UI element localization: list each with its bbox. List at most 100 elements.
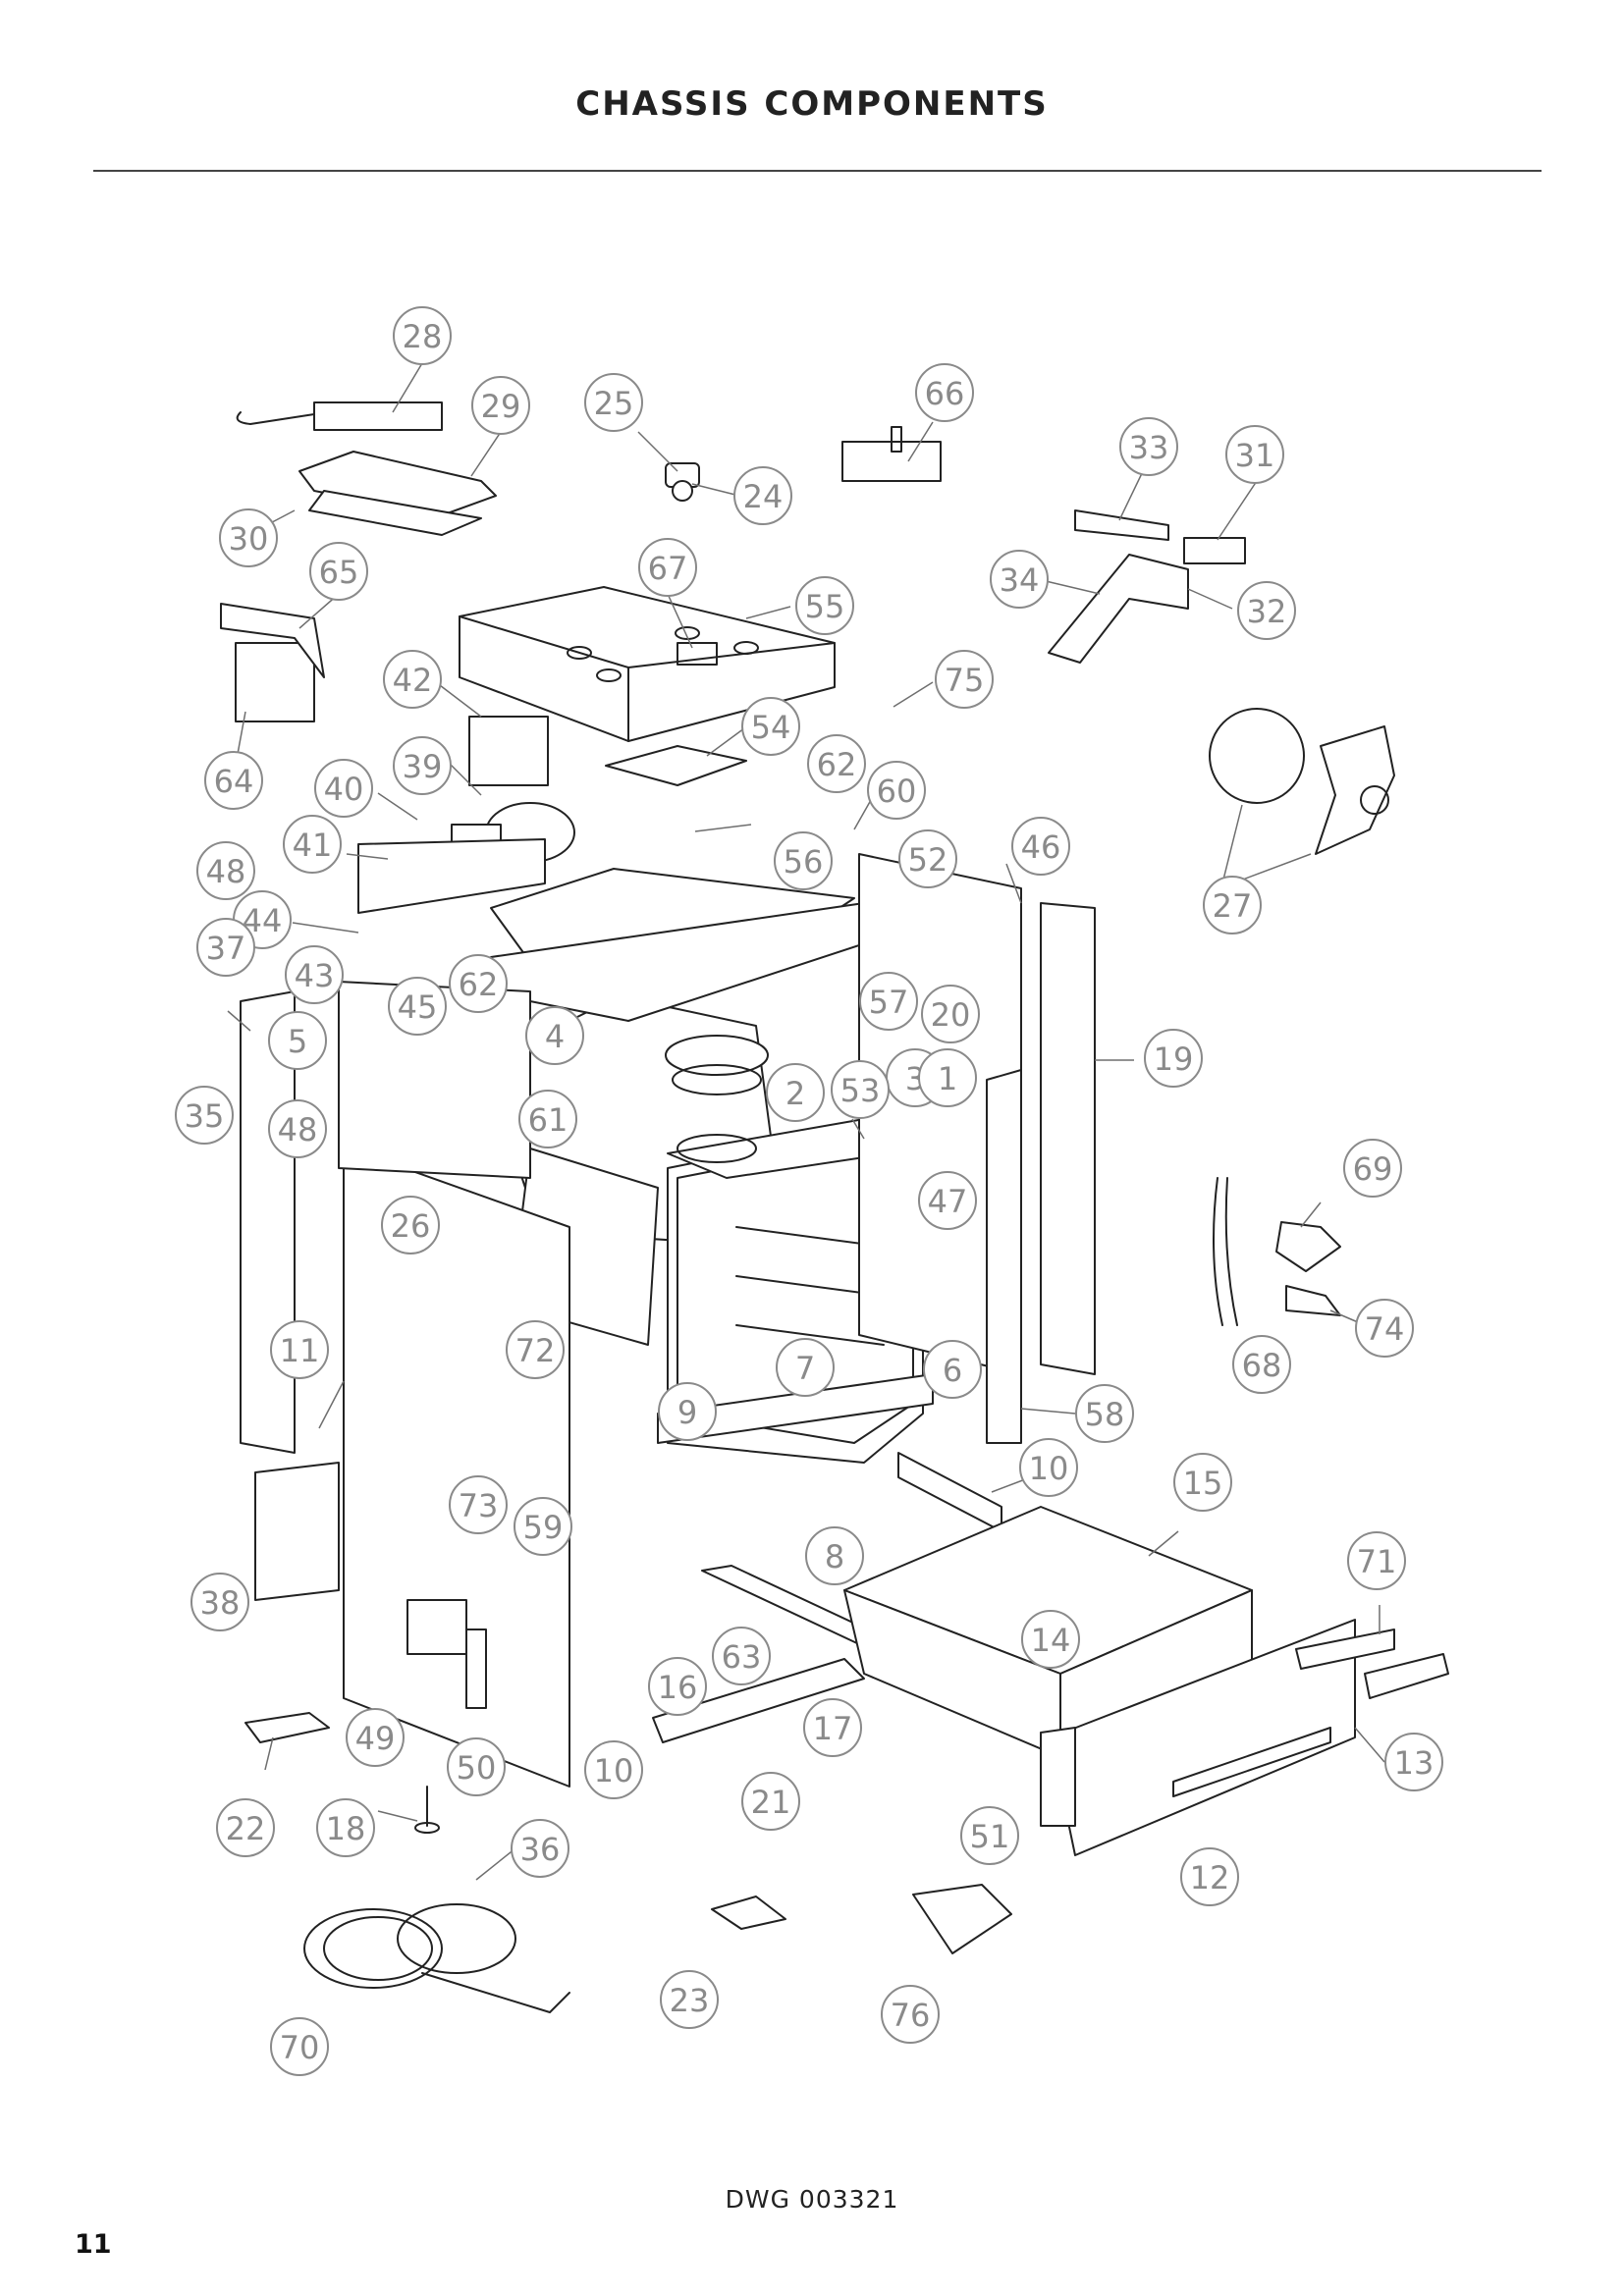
- callout-circle: [196, 841, 255, 900]
- callout-label: 24: [743, 478, 784, 515]
- callout-label: 32: [1247, 593, 1287, 630]
- callout-label: 11: [280, 1332, 320, 1369]
- callout-circle: [268, 1099, 327, 1158]
- callout-circle: [776, 1338, 835, 1397]
- callout-label: 46: [1021, 828, 1061, 866]
- callout-66: 66: [915, 363, 974, 422]
- callout-62: 62: [807, 734, 866, 793]
- callout-label: 40: [324, 771, 364, 808]
- callout-circle: [1011, 817, 1070, 876]
- callout-label: 8: [825, 1538, 844, 1575]
- handle-drawing: [1364, 1653, 1449, 1699]
- callout-38: 38: [190, 1573, 249, 1631]
- callout-48: 48: [268, 1099, 327, 1158]
- callout-70: 70: [270, 2017, 329, 2076]
- callout-55: 55: [795, 576, 854, 635]
- callout-40: 40: [314, 759, 373, 818]
- drawer-drawing: [843, 1506, 1356, 1856]
- callout-label: 30: [229, 520, 269, 558]
- callout-label: 25: [594, 385, 634, 422]
- callout-circle: [923, 1340, 982, 1399]
- callout-circle: [741, 697, 800, 756]
- callout-label: 2: [785, 1075, 805, 1112]
- callout-circle: [393, 306, 452, 365]
- callout-25: 25: [584, 373, 643, 432]
- callout-circle: [1232, 1335, 1291, 1394]
- callout-42: 42: [383, 650, 442, 709]
- callout-circle: [449, 954, 508, 1013]
- callout-circle: [859, 972, 918, 1031]
- callout-22: 22: [216, 1798, 275, 1857]
- callout-label: 29: [481, 388, 521, 425]
- callout-label: 33: [1129, 429, 1169, 466]
- callout-46: 46: [1011, 817, 1070, 876]
- callout-label: 21: [751, 1784, 791, 1821]
- transformer-drawing: [220, 603, 325, 722]
- callout-14: 14: [1021, 1610, 1080, 1669]
- callout-label: 15: [1183, 1465, 1223, 1502]
- callout-12: 12: [1180, 1847, 1239, 1906]
- callout-label: 14: [1031, 1622, 1071, 1659]
- callout-label: 64: [214, 763, 254, 800]
- callout-24: 24: [733, 466, 792, 525]
- rail-drawing: [652, 1373, 1002, 1743]
- callout-75: 75: [935, 650, 994, 709]
- callout-10: 10: [584, 1740, 643, 1799]
- callout-label: 57: [869, 984, 909, 1021]
- callout-circle: [807, 734, 866, 793]
- callout-45: 45: [388, 977, 447, 1036]
- small-parts-drawing: [244, 1177, 1395, 1954]
- callout-label: 36: [520, 1831, 561, 1868]
- callout-label: 63: [722, 1638, 762, 1676]
- angle-bracket-drawing: [1048, 554, 1189, 664]
- callout-circle: [1384, 1733, 1443, 1791]
- page-number: 11: [75, 2229, 112, 2260]
- callout-label: 23: [670, 1982, 710, 2019]
- callout-64: 64: [204, 751, 263, 810]
- callout-72: 72: [506, 1320, 565, 1379]
- callout-49: 49: [346, 1708, 405, 1767]
- callout-circle: [511, 1819, 569, 1878]
- callout-circle: [1343, 1139, 1402, 1198]
- rear-frame-drawing: [338, 838, 546, 1179]
- callout-label: 12: [1190, 1859, 1230, 1896]
- callout-label: 13: [1394, 1744, 1435, 1782]
- callout-circle: [393, 736, 452, 795]
- callout-label: 60: [877, 773, 917, 810]
- callout-50: 50: [447, 1737, 506, 1796]
- callout-circle: [204, 751, 263, 810]
- callout-label: 41: [293, 827, 333, 864]
- callout-circle: [525, 1006, 584, 1065]
- callout-circle: [190, 1573, 249, 1631]
- callout-label: 71: [1357, 1543, 1397, 1580]
- callout-circle: [658, 1382, 717, 1441]
- callout-36: 36: [511, 1819, 569, 1878]
- callout-2: 2: [766, 1063, 825, 1122]
- callout-32: 32: [1237, 581, 1296, 640]
- callout-circle: [584, 1740, 643, 1799]
- callout-circle: [881, 1985, 940, 2044]
- callout-label: 51: [970, 1818, 1010, 1855]
- callout-8: 8: [805, 1526, 864, 1585]
- callout-label: 34: [1000, 561, 1040, 599]
- callout-21: 21: [741, 1772, 800, 1831]
- callout-5: 5: [268, 1011, 327, 1070]
- callout-circle: [1355, 1299, 1414, 1358]
- callout-label: 35: [185, 1097, 225, 1135]
- callout-11: 11: [270, 1320, 329, 1379]
- callout-label: 70: [280, 2029, 320, 2066]
- relay-drawing: [665, 462, 700, 502]
- callout-circle: [898, 829, 957, 888]
- callout-73: 73: [449, 1475, 508, 1534]
- callout-circle: [309, 542, 368, 601]
- callout-label: 74: [1365, 1310, 1405, 1348]
- callout-label: 65: [319, 554, 359, 591]
- callout-circle: [918, 1171, 977, 1230]
- callout-label: 26: [391, 1207, 431, 1245]
- callout-76: 76: [881, 1985, 940, 2044]
- callout-circle: [918, 1048, 977, 1107]
- drawing-reference: DWG 003321: [725, 2185, 899, 2214]
- callout-label: 5: [288, 1023, 307, 1060]
- callout-30: 30: [219, 508, 278, 567]
- top-cover-drawing: [459, 586, 836, 742]
